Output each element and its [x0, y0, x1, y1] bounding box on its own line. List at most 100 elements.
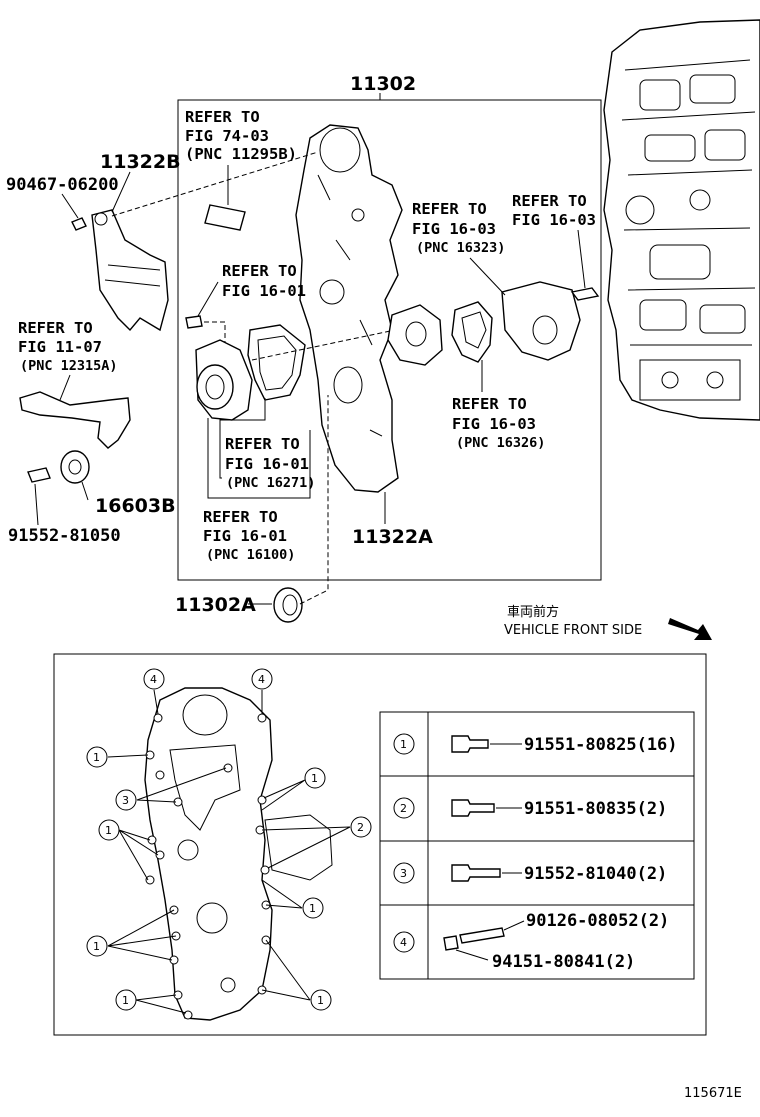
svg-text:1: 1	[311, 772, 318, 785]
table-row: 3 91552-81040(2)	[393, 862, 667, 884]
ref-fig-16-03-right: REFER TO FIG 16-03	[512, 192, 596, 229]
svg-text:FIG 16-01: FIG 16-01	[225, 455, 309, 473]
svg-text:4: 4	[150, 673, 157, 686]
callout-1-a: 1	[86, 746, 108, 768]
svg-text:REFER TO: REFER TO	[185, 108, 260, 126]
callout-1-f: 1	[115, 989, 137, 1011]
svg-text:91551-80835(2): 91551-80835(2)	[524, 799, 667, 819]
callout-markers: 4 4 1 3 1 1 2 1 1 1 1	[86, 668, 372, 1011]
svg-text:FIG 16-03: FIG 16-03	[512, 211, 596, 229]
table-row: 2 91551-80835(2)	[393, 797, 667, 819]
svg-text:REFER TO: REFER TO	[412, 200, 487, 218]
svg-text:(PNC 16271): (PNC 16271)	[226, 475, 315, 491]
bolt-90467-drawing	[71, 217, 87, 231]
label-plate	[204, 204, 246, 231]
bolt-location-panel	[53, 653, 707, 1036]
ref-fig-16-01-16271: REFER TO FIG 16-01 (PNC 16271)	[225, 435, 315, 491]
label-bracket-b: 11322B	[100, 151, 181, 173]
callout-1-g: 1	[310, 989, 332, 1011]
ref-fig-11-07: REFER TO FIG 11-07 (PNC 12315A)	[18, 319, 118, 374]
callout-3: 3	[115, 789, 137, 811]
assembly-frame	[177, 99, 602, 581]
cover-outline-drawing	[144, 687, 333, 1021]
label-seal: 11302A	[175, 594, 256, 616]
label-bolt-top: 90467-06200	[6, 175, 119, 195]
svg-text:1: 1	[400, 738, 407, 751]
label-cover-a: 11322A	[352, 526, 433, 548]
ref-fig-16-01-upper: REFER TO FIG 16-01	[222, 262, 306, 300]
callout-1-d: 1	[302, 897, 324, 919]
svg-text:2: 2	[357, 821, 364, 834]
svg-text:(PNC 12315A): (PNC 12315A)	[20, 358, 118, 374]
label-idler: 16603B	[95, 495, 176, 517]
housing-part	[501, 281, 581, 361]
callout-1-b: 1	[304, 767, 326, 789]
svg-text:REFER TO: REFER TO	[512, 192, 587, 210]
svg-text:REFER TO: REFER TO	[452, 395, 527, 413]
callout-1-e: 1	[86, 935, 108, 957]
svg-text:FIG 16-01: FIG 16-01	[222, 282, 306, 300]
svg-text:4: 4	[400, 936, 407, 949]
small-bolt-drawing	[185, 315, 203, 329]
svg-text:2: 2	[400, 802, 407, 815]
svg-text:REFER TO: REFER TO	[203, 508, 278, 526]
bolt-holes	[145, 713, 271, 1020]
bracket-12315a-drawing	[19, 391, 131, 449]
front-arrow-icon	[668, 618, 712, 640]
ref-fig-74-03: REFER TO FIG 74-03 (PNC 11295B)	[185, 108, 297, 163]
svg-text:FIG 16-03: FIG 16-03	[452, 415, 536, 433]
ref-fig-16-03-16323: REFER TO FIG 16-03 (PNC 16323)	[412, 200, 505, 256]
svg-text:FIG 74-03: FIG 74-03	[185, 127, 269, 145]
svg-text:REFER TO: REFER TO	[222, 262, 297, 280]
svg-text:FIG 11-07: FIG 11-07	[18, 338, 102, 356]
front-en-text: VEHICLE FRONT SIDE	[504, 623, 642, 638]
water-pump-part	[195, 339, 253, 421]
figure-id: 115671E	[684, 1086, 742, 1101]
callout-1-c: 1	[98, 819, 120, 841]
svg-text:REFER TO: REFER TO	[225, 435, 300, 453]
svg-text:90126-08052(2): 90126-08052(2)	[526, 911, 669, 931]
svg-text:1: 1	[309, 902, 316, 915]
svg-text:94151-80841(2): 94151-80841(2)	[492, 952, 635, 972]
bracket-11322b	[91, 209, 169, 332]
label-timing-cover: 11302	[350, 73, 416, 95]
label-idler-bolt: 91552-81050	[8, 526, 121, 546]
front-jp-text: 車両前方	[507, 604, 559, 620]
svg-text:REFER TO: REFER TO	[18, 319, 93, 337]
engine-block-drawing	[603, 19, 760, 421]
ref-fig-16-03-16326: REFER TO FIG 16-03 (PNC 16326)	[452, 395, 545, 451]
oil-seal-part	[273, 587, 303, 623]
svg-text:91552-81040(2): 91552-81040(2)	[524, 864, 667, 884]
timing-cover-part	[295, 124, 403, 493]
callout-2: 2	[350, 816, 372, 838]
svg-text:1: 1	[93, 751, 100, 764]
table-row: 4 90126-08052(2) 94151-80841(2)	[393, 911, 669, 972]
idler-pulley-part	[60, 450, 90, 484]
svg-text:4: 4	[258, 673, 265, 686]
svg-text:FIG 16-03: FIG 16-03	[412, 220, 496, 238]
housing-bolt-drawing	[570, 287, 600, 301]
svg-text:(PNC 16326): (PNC 16326)	[456, 435, 545, 451]
svg-text:(PNC 11295B): (PNC 11295B)	[185, 145, 297, 163]
svg-text:(PNC 16323): (PNC 16323)	[416, 240, 505, 256]
svg-text:(PNC 16100): (PNC 16100)	[206, 547, 295, 563]
bolt-table: 1 91551-80825(16) 2 91551-80835(2) 3 915…	[379, 711, 695, 980]
housing-gasket-part	[451, 301, 493, 363]
svg-text:1: 1	[105, 824, 112, 837]
svg-text:3: 3	[122, 794, 129, 807]
pump-gasket-part	[247, 324, 306, 401]
svg-text:3: 3	[400, 867, 407, 880]
callout-4-left: 4	[143, 668, 165, 690]
ref-fig-16-01-16100: REFER TO FIG 16-01 (PNC 16100)	[203, 508, 295, 563]
callout-4-right: 4	[251, 668, 273, 690]
svg-text:1: 1	[317, 994, 324, 1007]
svg-text:1: 1	[93, 940, 100, 953]
svg-text:1: 1	[122, 994, 129, 1007]
svg-text:91551-80825(16): 91551-80825(16)	[524, 735, 678, 755]
table-row: 1 91551-80825(16)	[393, 733, 678, 755]
idler-bolt-drawing	[27, 467, 51, 483]
callout-lines	[107, 689, 351, 1014]
svg-text:FIG 16-01: FIG 16-01	[203, 527, 287, 545]
